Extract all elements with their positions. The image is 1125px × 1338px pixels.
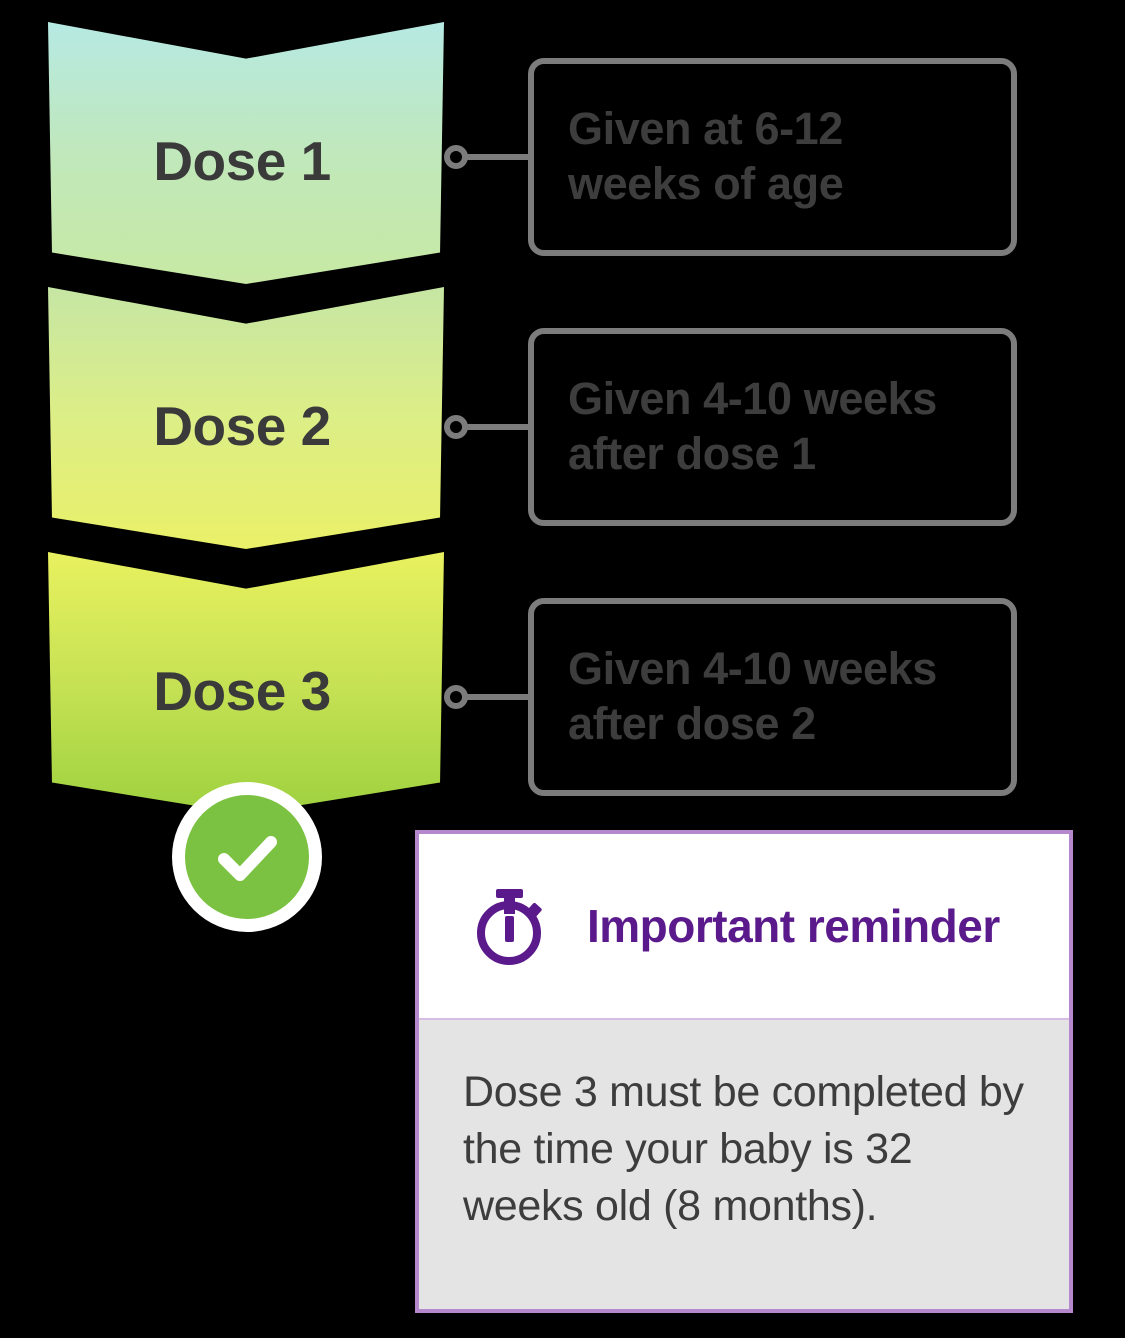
callout-box-dose-1: Given at 6-12 weeks of age	[528, 58, 1017, 256]
dose-step-1-label: Dose 1	[153, 129, 331, 192]
check-circle-fill	[185, 795, 309, 919]
connector-node-2	[444, 415, 468, 439]
connector-line-3	[466, 694, 532, 700]
reminder-card-header: Important reminder	[419, 834, 1069, 1020]
callout-text-dose-1: Given at 6-12 weeks of age	[568, 103, 844, 209]
dose-step-2-label: Dose 2	[153, 394, 331, 457]
dose-step-3-label: Dose 3	[153, 659, 331, 722]
stopwatch-icon	[463, 876, 559, 977]
connector-node-1	[444, 145, 468, 169]
connector-line-1	[466, 154, 532, 160]
important-reminder-card: Important reminder Dose 3 must be comple…	[415, 830, 1073, 1313]
reminder-body-text: Dose 3 must be completed by the time you…	[463, 1068, 1024, 1230]
callout-box-dose-2: Given 4-10 weeks after dose 1	[528, 328, 1017, 526]
dose-step-3: Dose 3	[48, 552, 444, 814]
reminder-card-body: Dose 3 must be completed by the time you…	[419, 1020, 1069, 1309]
connector-line-2	[466, 424, 532, 430]
callout-text-dose-3: Given 4-10 weeks after dose 2	[568, 643, 937, 749]
dose-step-1: Dose 1	[48, 22, 444, 284]
dose-step-2: Dose 2	[48, 287, 444, 549]
check-circle-icon	[172, 782, 322, 932]
callout-box-dose-3: Given 4-10 weeks after dose 2	[528, 598, 1017, 796]
reminder-title: Important reminder	[587, 900, 1000, 952]
connector-node-3	[444, 685, 468, 709]
callout-text-dose-2: Given 4-10 weeks after dose 1	[568, 373, 937, 479]
